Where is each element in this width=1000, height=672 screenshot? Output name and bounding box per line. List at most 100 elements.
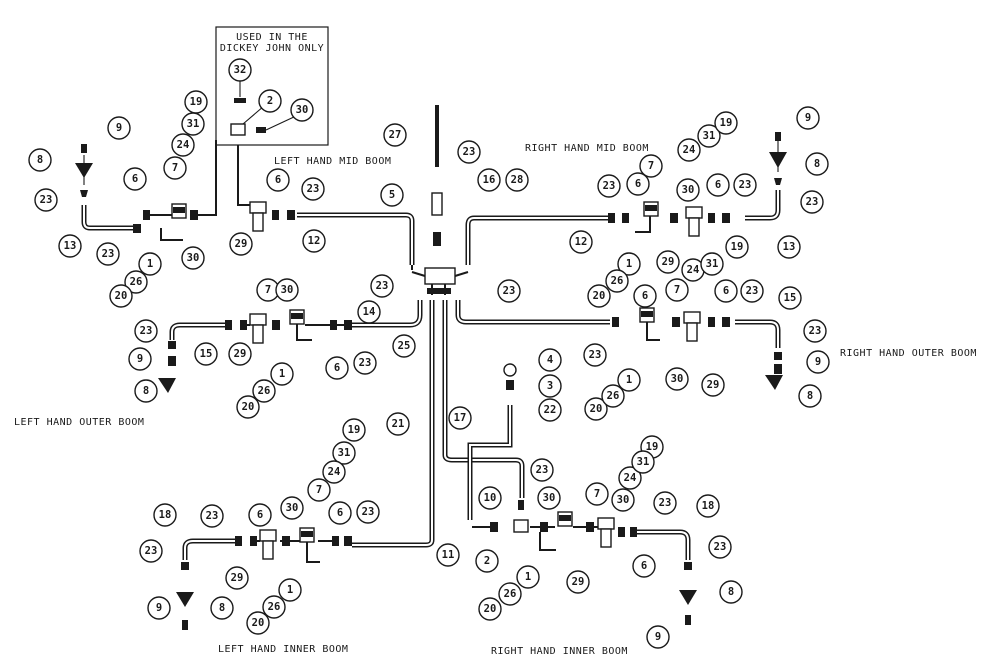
svg-text:7: 7 (316, 484, 322, 496)
svg-text:6: 6 (337, 507, 343, 519)
components (75, 132, 787, 630)
svg-text:25: 25 (398, 340, 411, 352)
svg-text:23: 23 (140, 325, 153, 337)
svg-text:14: 14 (363, 306, 376, 318)
svg-text:7: 7 (594, 488, 600, 500)
svg-text:9: 9 (655, 631, 661, 643)
callout-18-b: 18 (696, 494, 720, 518)
svg-text:22: 22 (544, 404, 557, 416)
svg-text:30: 30 (187, 252, 200, 264)
callout-30-d: 30 (665, 367, 689, 391)
callout-23-l: 23 (583, 343, 607, 367)
callout-11: 11 (436, 543, 460, 567)
svg-text:8: 8 (219, 602, 225, 614)
svg-text:8: 8 (807, 390, 813, 402)
callout-2: 2 (258, 89, 282, 113)
svg-text:1: 1 (147, 258, 153, 270)
svg-text:20: 20 (252, 617, 265, 629)
svg-text:23: 23 (536, 464, 549, 476)
callout-17: 17 (448, 406, 472, 430)
callout-6-j: 6 (632, 554, 656, 578)
callout-21: 21 (386, 412, 410, 436)
callout-6-h: 6 (248, 503, 272, 527)
callout-30-e: 30 (275, 278, 299, 302)
callout-20-f: 20 (478, 597, 502, 621)
svg-text:6: 6 (715, 179, 721, 191)
callout-30-g: 30 (537, 486, 561, 510)
svg-text:20: 20 (115, 290, 128, 302)
label-left-hand-inner-boom: LEFT HAND INNER BOOM (218, 644, 348, 655)
svg-text:1: 1 (626, 374, 632, 386)
callout-19-d: 19 (342, 418, 366, 442)
callout-23-d: 23 (457, 140, 481, 164)
callout-24-c: 24 (681, 258, 705, 282)
callout-20-e: 20 (246, 611, 270, 635)
label-right-hand-mid-boom: RIGHT HAND MID BOOM (525, 143, 649, 154)
label-left-hand-mid-boom: LEFT HAND MID BOOM (274, 156, 391, 167)
callout-8-c: 8 (798, 384, 822, 408)
callout-9-c: 9 (806, 350, 830, 374)
svg-text:31: 31 (703, 130, 716, 142)
svg-text:26: 26 (258, 385, 271, 397)
svg-text:19: 19 (348, 424, 361, 436)
callout-9-b: 9 (796, 106, 820, 130)
svg-text:21: 21 (392, 418, 405, 430)
callout-6-f: 6 (633, 284, 657, 308)
label-left-hand-outer-boom: LEFT HAND OUTER BOOM (14, 417, 144, 428)
callout-23-n: 23 (353, 351, 377, 375)
callout-24: 24 (171, 133, 195, 157)
callout-9-e: 9 (147, 596, 171, 620)
svg-text:6: 6 (635, 178, 641, 190)
svg-text:23: 23 (503, 285, 516, 297)
svg-text:23: 23 (739, 179, 752, 191)
manifold-25-shape (427, 288, 451, 294)
svg-text:12: 12 (575, 236, 588, 248)
svg-text:18: 18 (159, 509, 172, 521)
callout-balloons: 32 2 30 19 31 24 7 9 8 23 6 13 26 1 20 3… (28, 58, 830, 649)
svg-text:3: 3 (547, 380, 553, 392)
svg-text:23: 23 (714, 541, 727, 553)
callout-1-b: 1 (617, 252, 641, 276)
callout-8-e: 8 (210, 596, 234, 620)
svg-text:31: 31 (338, 447, 351, 459)
svg-text:23: 23 (307, 183, 320, 195)
svg-text:23: 23 (362, 506, 375, 518)
svg-text:23: 23 (102, 248, 115, 260)
callout-23: 23 (34, 188, 58, 212)
svg-text:7: 7 (172, 162, 178, 174)
svg-text:7: 7 (648, 160, 654, 172)
svg-text:9: 9 (156, 602, 162, 614)
svg-text:12: 12 (308, 235, 321, 247)
svg-text:28: 28 (511, 174, 524, 186)
callout-8-f: 8 (719, 580, 743, 604)
callout-7-b: 7 (639, 154, 663, 178)
svg-text:15: 15 (200, 348, 213, 360)
svg-text:19: 19 (720, 117, 733, 129)
callout-23-t: 23 (530, 458, 554, 482)
callout-23-k: 23 (803, 319, 827, 343)
callout-7-c: 7 (665, 278, 689, 302)
callout-23-r: 23 (653, 491, 677, 515)
svg-text:20: 20 (593, 290, 606, 302)
svg-text:29: 29 (234, 348, 247, 360)
callout-29-d: 29 (228, 342, 252, 366)
svg-text:10: 10 (484, 492, 497, 504)
svg-text:6: 6 (723, 285, 729, 297)
dickey-john-box: USED IN THE DICKEY JOHN ONLY (215, 26, 329, 146)
callout-32: 32 (228, 58, 252, 82)
svg-text:29: 29 (572, 576, 585, 588)
callout-1-c: 1 (617, 368, 641, 392)
callout-19-c: 19 (725, 235, 749, 259)
svg-text:24: 24 (624, 472, 637, 484)
label-right-hand-inner-boom: RIGHT HAND INNER BOOM (491, 646, 628, 657)
callout-31-e: 31 (631, 450, 655, 474)
callout-20: 20 (109, 284, 133, 308)
svg-text:24: 24 (683, 144, 696, 156)
svg-text:26: 26 (504, 588, 517, 600)
svg-text:24: 24 (177, 139, 190, 151)
part-28-shape (433, 232, 441, 246)
callout-26-c: 26 (601, 384, 625, 408)
callout-29-c: 29 (701, 373, 725, 397)
tee-8-shape (75, 163, 93, 178)
svg-text:23: 23 (809, 325, 822, 337)
